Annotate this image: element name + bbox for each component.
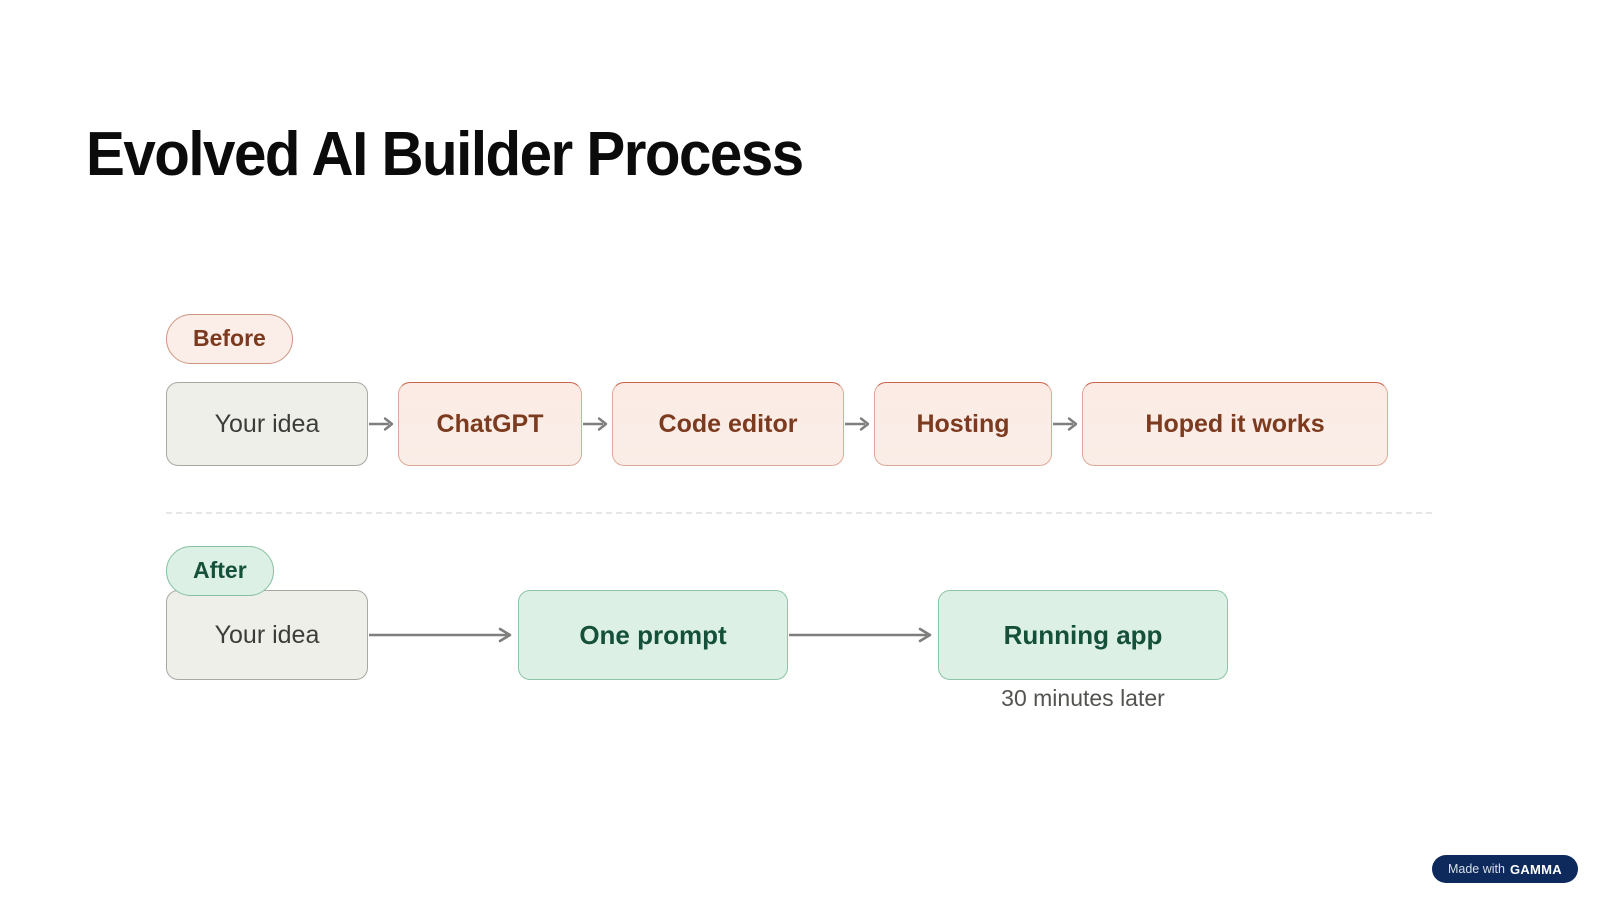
flow-node-hosting[interactable]: Hosting [874, 382, 1052, 466]
flow-node-your-idea-before[interactable]: Your idea [166, 382, 368, 466]
arrow-right-icon [369, 417, 394, 431]
flow-node-caption: 30 minutes later [1001, 685, 1165, 711]
section-divider [166, 512, 1432, 514]
flow-node-one-prompt[interactable]: One prompt [518, 590, 788, 680]
arrow-right-icon [583, 417, 608, 431]
flow-node-label: Hoped it works [1145, 409, 1325, 438]
flow-node-label: Your idea [214, 620, 320, 649]
gamma-brand-label: GAMMA [1509, 861, 1562, 877]
arrow-right-icon [845, 417, 870, 431]
section-before: Before Your idea ChatGPT Code editor [166, 314, 1388, 466]
flow-node-label: ChatGPT [436, 409, 544, 438]
flow-row-after: Your idea One prompt Running app 30 minu… [166, 590, 1228, 710]
flow-node-label: Your idea [214, 409, 320, 438]
flow-node-chatgpt[interactable]: ChatGPT [398, 382, 582, 466]
flow-node-hoped-it-works[interactable]: Hoped it works [1082, 382, 1388, 466]
flow-node-label: Hosting [916, 409, 1010, 438]
made-with-gamma-badge[interactable]: Made with GAMMA [1431, 855, 1578, 883]
made-with-label: Made with [1447, 861, 1505, 876]
flow-node-running-app[interactable]: Running app 30 minutes later [938, 590, 1228, 710]
flow-node-label: One prompt [579, 620, 727, 650]
flow-node-your-idea-after[interactable]: Your idea [166, 590, 368, 680]
page-title: Evolved AI Builder Process [86, 120, 804, 189]
arrow-right-icon [369, 627, 512, 643]
flow-node-label: Code editor [658, 409, 798, 438]
flow-row-before: Your idea ChatGPT Code editor Ho [166, 382, 1388, 466]
arrow-right-icon [1053, 417, 1078, 431]
status-badge-after: After [166, 546, 274, 596]
status-badge-before: Before [166, 314, 293, 364]
arrow-right-icon [789, 627, 932, 643]
section-after: After Your idea One prompt Running app 3… [166, 546, 1228, 710]
flow-node-code-editor[interactable]: Code editor [612, 382, 844, 466]
flow-node-label: Running app [1003, 620, 1163, 650]
